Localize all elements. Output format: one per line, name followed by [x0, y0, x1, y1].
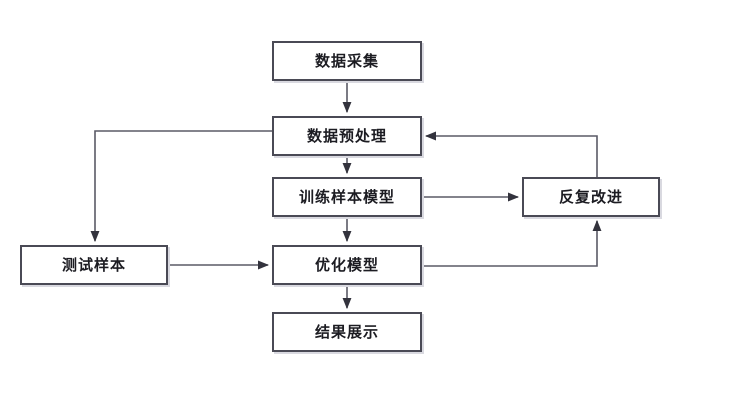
- node-label: 训练样本模型: [298, 187, 395, 206]
- node-label: 反复改进: [558, 187, 623, 206]
- node-iterative-improvement[interactable]: 反复改进: [522, 177, 660, 217]
- node-label: 结果展示: [314, 322, 379, 341]
- node-data-collection[interactable]: 数据采集: [272, 41, 422, 81]
- node-optimized-model[interactable]: 优化模型: [272, 245, 422, 285]
- node-label: 优化模型: [314, 255, 379, 274]
- edge-improve-to-preproc: [424, 131, 598, 177]
- node-label: 数据预处理: [306, 126, 387, 145]
- edge-preproc-to-test: [90, 130, 272, 243]
- node-data-preprocessing[interactable]: 数据预处理: [272, 116, 422, 156]
- node-test-sample[interactable]: 测试样本: [20, 245, 168, 285]
- node-training-sample-model[interactable]: 训练样本模型: [272, 177, 422, 217]
- node-label: 数据采集: [314, 51, 379, 70]
- edge-optimize-to-improve: [422, 219, 602, 267]
- node-result-display[interactable]: 结果展示: [272, 312, 422, 352]
- node-label: 测试样本: [61, 255, 126, 274]
